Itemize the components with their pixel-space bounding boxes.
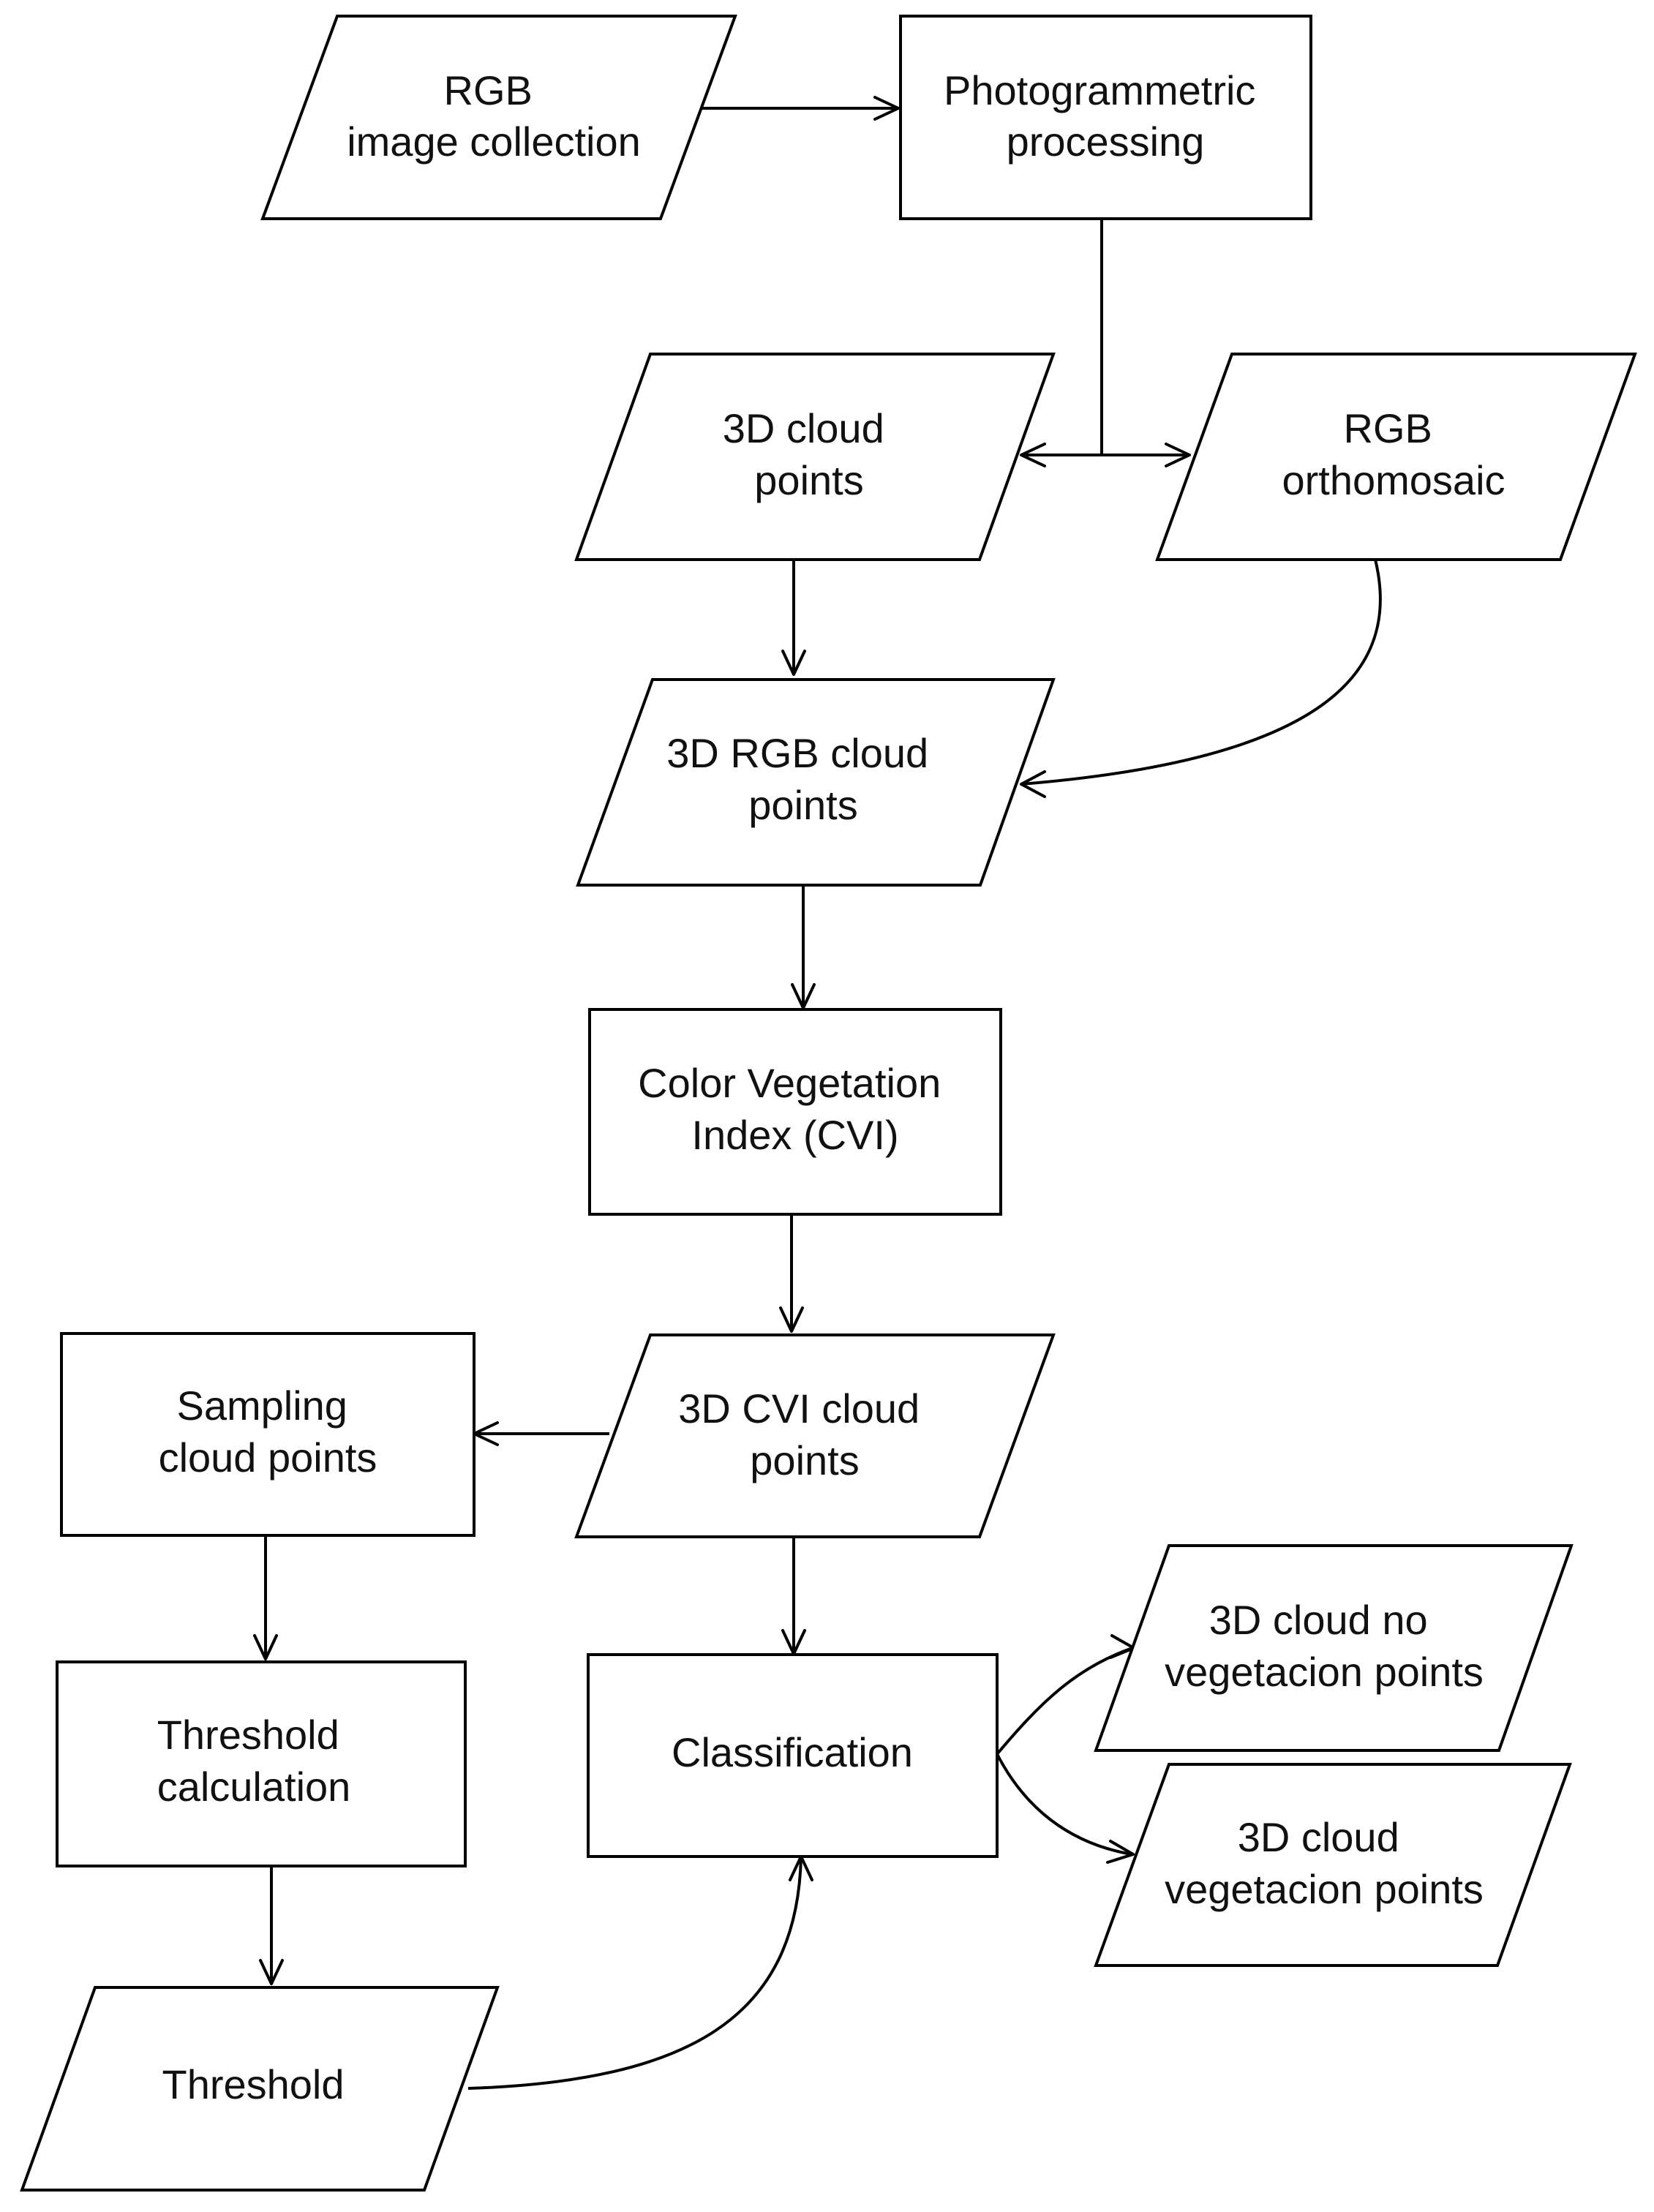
edge-photogrammetric-to-orthomosaic [1165, 443, 1191, 467]
edge-photogrammetric-split [1021, 219, 1189, 456]
edge-orthomosaic-to-rgb-cloud [1020, 559, 1382, 798]
edge-threshold-calc-to-threshold [259, 1866, 284, 1985]
node-rgb-image-collection-label: RGB image collection [347, 67, 641, 165]
node-3d-rgb-cloud-points: 3D RGB cloud points [576, 678, 1056, 887]
node-sampling-cloud-points-label: Sampling cloud points [159, 1382, 377, 1481]
node-3d-cloud-vegetation-points-label: 3D cloud vegetacion points [1165, 1814, 1484, 1912]
node-photogrammetric-processing-label: Photogrammetric processing [944, 67, 1267, 165]
node-threshold-label: Threshold [162, 2061, 344, 2107]
node-classification: Classification [587, 1653, 999, 1858]
node-3d-cloud-no-vegetation-points-label: 3D cloud no vegetacion points [1165, 1597, 1484, 1695]
connectors [253, 96, 1382, 2090]
node-threshold-calculation: Threshold calculation [56, 1660, 467, 1867]
edge-cvi-to-cvi-cloud [779, 1214, 804, 1333]
node-classification-label: Classification [672, 1729, 913, 1775]
edge-rgb-cloud-to-cvi [791, 885, 816, 1009]
node-3d-rgb-cloud-points-label: 3D RGB cloud points [666, 730, 940, 828]
node-rgb-image-collection: RGB image collection [260, 15, 737, 220]
node-rgb-orthomosaic-label: RGB orthomosaic [1282, 405, 1505, 503]
node-threshold-calculation-label: Threshold calculation [157, 1712, 351, 1810]
node-3d-cloud-points-label: 3D cloud points [723, 405, 896, 503]
edge-classification-to-vegetation [996, 1753, 1135, 1864]
edge-sampling-to-threshold-calc [253, 1535, 278, 1660]
node-photogrammetric-processing: Photogrammetric processing [899, 15, 1312, 220]
node-3d-cloud-points: 3D cloud points [574, 353, 1056, 561]
node-3d-cvi-cloud-points: 3D CVI cloud points [574, 1333, 1056, 1538]
edge-threshold-to-classification [467, 1855, 813, 2090]
edge-photogrammetric-to-cloud-points [1020, 443, 1046, 467]
node-rgb-orthomosaic: RGB orthomosaic [1155, 353, 1637, 561]
node-3d-cloud-vegetation-points: 3D cloud vegetacion points [1094, 1763, 1572, 1967]
node-color-vegetation-index: Color Vegetation Index (CVI) [588, 1008, 1002, 1216]
node-color-vegetation-index-label: Color Vegetation Index (CVI) [638, 1060, 952, 1158]
edge-image-collection-to-photogrammetric [701, 96, 900, 121]
node-3d-cvi-cloud-points-label: 3D CVI cloud points [678, 1385, 931, 1483]
node-threshold: Threshold [20, 1986, 500, 2192]
node-sampling-cloud-points: Sampling cloud points [60, 1332, 475, 1537]
node-3d-cloud-no-vegetation-points: 3D cloud no vegetacion points [1094, 1544, 1574, 1752]
edge-cvi-cloud-to-sampling [473, 1421, 609, 1446]
edge-cvi-cloud-to-classification [781, 1537, 806, 1655]
edge-cloud-points-to-rgb-cloud [781, 560, 806, 676]
